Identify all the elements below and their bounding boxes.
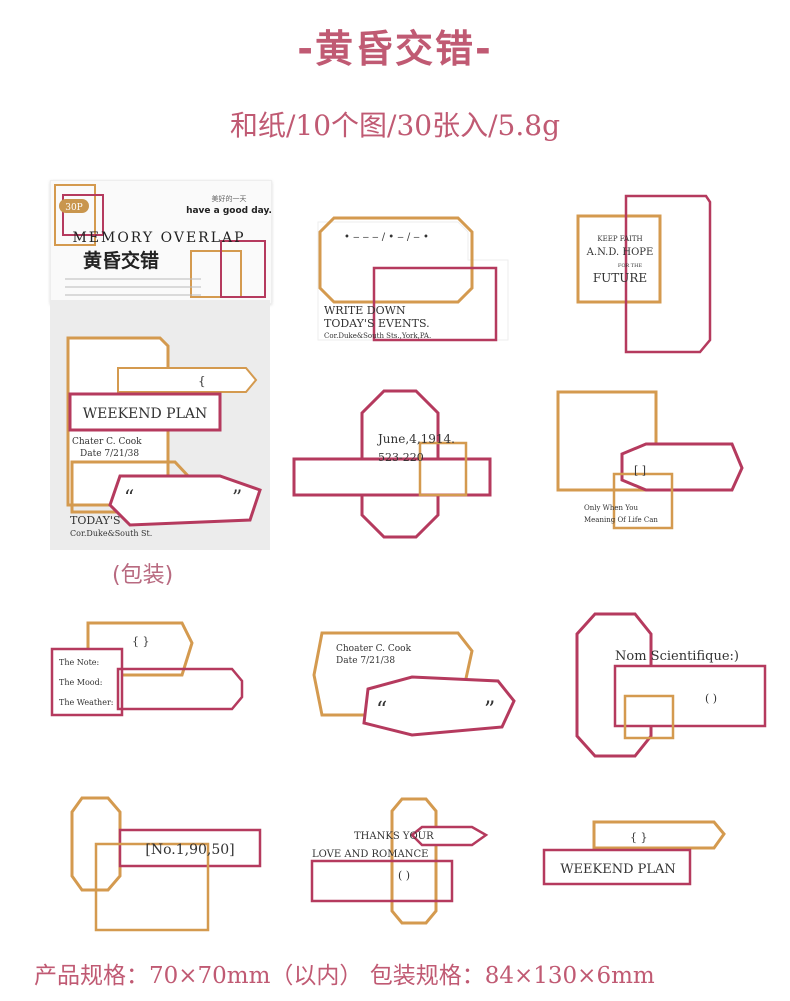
for-the-text: FOR THE	[618, 263, 643, 269]
wine-rect-frame	[372, 266, 498, 342]
weekend-plan-text: WEEKEND PLAN	[560, 862, 676, 877]
thanks-text: THANKS YOUR	[354, 831, 434, 842]
address-text: Cor.Duke&South Sts.,York,PA.	[324, 332, 431, 340]
sticker-number: [No.1,90,50]	[70, 796, 262, 932]
weather-label: The Weather:	[59, 698, 113, 707]
sticker-thanks: THANKS YOUR LOVE AND ROMANCE ( )	[310, 797, 489, 925]
paren-text: ( )	[705, 692, 717, 705]
only-when-text: Only When You	[584, 504, 638, 512]
quote-close: ”	[484, 698, 495, 723]
pkg-octagon-wine	[108, 474, 262, 527]
bracket-text: [ ]	[634, 464, 646, 477]
gold-capsule-frame	[390, 797, 438, 925]
write-down-text: WRITE DOWN	[324, 304, 406, 317]
keep-faith-text: KEEP FAITH	[597, 235, 642, 243]
mood-label: The Mood:	[59, 678, 102, 687]
gold-tag-frame	[592, 820, 726, 850]
sticker-outline	[317, 221, 509, 341]
package-frame-gold-2	[190, 250, 242, 298]
pkg-quote-open: “	[124, 485, 134, 509]
pkg-sticker-gold-tag	[117, 367, 258, 393]
number-code-text: [No.1,90,50]	[145, 842, 234, 858]
wine-hex-frame	[620, 442, 744, 492]
quote-open: “	[376, 698, 387, 723]
note-label: The Note:	[59, 658, 99, 667]
package-card-art: 30P 美好的一天 have a good day. MEMORY OVERLA…	[54, 184, 272, 298]
sticker-write-down: • ‒ ‒ ‒ / • ‒ / ‒ • WRITE DOWN TODAY'S E…	[317, 216, 509, 342]
sticker-nom-scientifique: Nom Scientifique:) ( )	[575, 612, 767, 758]
wine-tag-frame	[116, 667, 244, 711]
sticker-keep-faith: KEEP FAITH A.N.D. HOPE FOR THE FUTURE	[576, 194, 712, 354]
pkg-quote-close: ”	[232, 485, 242, 509]
pkg-today-label: TODAY'S	[70, 514, 121, 527]
gold-small-frame	[418, 441, 468, 497]
june-date-text: June,4,1914.	[376, 432, 455, 446]
paren-text: ( )	[398, 869, 410, 882]
pkg-weekend-label: WEEKEND PLAN	[83, 406, 208, 422]
page-title: -黄昏交错-	[297, 27, 493, 71]
slogan-en: have a good day.	[186, 206, 271, 216]
package-contents-art: { WEEKEND PLAN Chater C. Cook Date 7/21/…	[66, 336, 262, 538]
pkg-date-label: Date 7/21/38	[80, 449, 139, 459]
spec-footer: 产品规格：70×70mm（以内） 包装规格：84×130×6mm	[34, 963, 655, 989]
gold-small-frame	[612, 472, 674, 530]
pkg-address-label: Cor.Duke&South St.	[70, 529, 152, 538]
brand-en: MEMORY OVERLAP	[72, 230, 245, 246]
gold-octagon-frame	[318, 216, 474, 304]
package-contents: { WEEKEND PLAN Chater C. Cook Date 7/21/…	[50, 300, 270, 550]
morse-line: • ‒ ‒ ‒ / • ‒ / ‒ •	[344, 232, 429, 243]
nom-text: Nom Scientifique:)	[615, 649, 739, 664]
sticker-choater: Choater C. Cook Date 7/21/38 “ ”	[312, 631, 516, 737]
choater-text: Choater C. Cook	[336, 644, 412, 654]
gold-big-frame	[94, 842, 210, 932]
wine-rect-frame	[310, 859, 454, 903]
sticker-notes: { } The Note: The Mood: The Weather:	[50, 621, 244, 717]
number-text: 523-220	[378, 451, 424, 464]
package-card: 30P 美好的一天 have a good day. MEMORY OVERLA…	[50, 180, 272, 304]
sticker-weekend-plan: { } WEEKEND PLAN	[542, 820, 726, 886]
wine-note-frame	[50, 647, 124, 717]
wine-weekend-frame	[542, 848, 692, 886]
date-text: Date 7/21/38	[336, 656, 395, 666]
pkg-weekend-frame	[68, 392, 222, 432]
gold-square-frame	[576, 214, 662, 304]
count-badge: 30P	[65, 203, 83, 213]
braces-text: { }	[630, 831, 648, 844]
future-text: FUTURE	[593, 271, 647, 285]
events-text: TODAY'S EVENTS.	[324, 317, 430, 330]
wine-hex-frame	[410, 825, 489, 847]
wine-wide-frame	[292, 457, 492, 497]
package-frame-wine-2	[220, 240, 266, 298]
pkg-name-label: Chater C. Cook	[72, 437, 142, 447]
wine-number-frame	[118, 828, 262, 868]
sticker-june: June,4,1914. 523-220	[292, 389, 492, 539]
meaning-text: Meaning Of Life Can	[584, 516, 658, 524]
sticker-only-when: [ ] Only When You Meaning Of Life Can	[556, 390, 744, 530]
product-subtitle: 和纸/10个图/30张入/5.8g	[229, 109, 560, 142]
brand-cn: 黄昏交错	[83, 249, 159, 272]
pkg-brace: {	[198, 374, 206, 388]
wine-tall-frame	[624, 194, 712, 354]
and-hope-text: A.N.D. HOPE	[586, 247, 654, 258]
wine-octagon-frame	[362, 675, 516, 737]
love-text: LOVE AND ROMANCE	[312, 849, 428, 860]
gold-small-frame	[623, 694, 675, 740]
count-badge-bg	[59, 199, 89, 213]
package-frame-wine	[62, 194, 104, 236]
package-caption: (包装)	[112, 563, 174, 588]
package-frame-gold	[54, 184, 96, 246]
slogan-cn: 美好的一天	[212, 194, 247, 203]
braces-text: { }	[132, 635, 150, 648]
